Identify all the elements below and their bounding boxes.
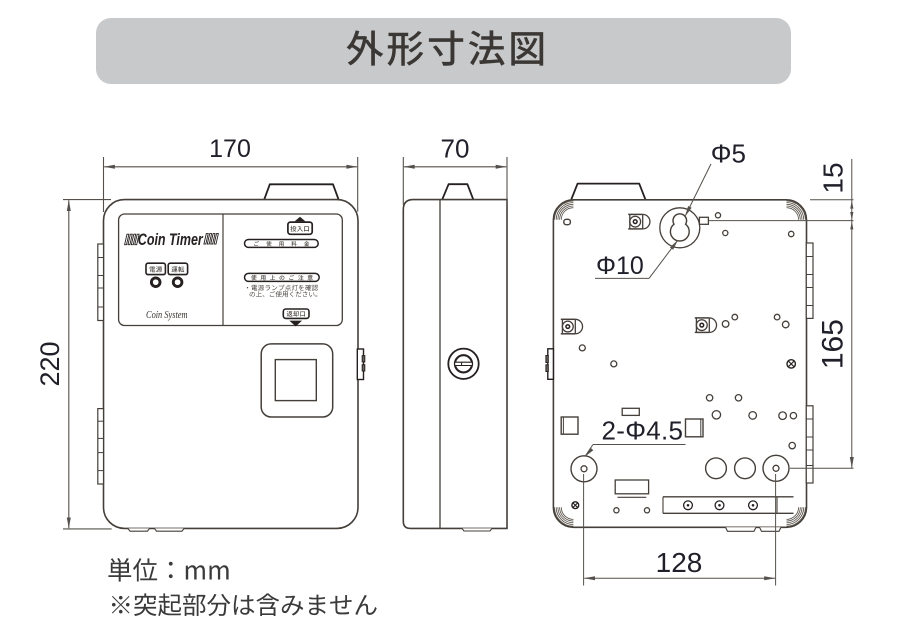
svg-text:170: 170 <box>209 135 251 163</box>
svg-text:165: 165 <box>817 319 850 369</box>
svg-text:2-Φ4.5: 2-Φ4.5 <box>602 416 684 446</box>
svg-text:Coin System: Coin System <box>146 310 188 321</box>
svg-text:70: 70 <box>441 134 470 164</box>
svg-text:15: 15 <box>818 162 849 193</box>
svg-text:Coin Timer: Coin Timer <box>138 231 204 249</box>
svg-text:128: 128 <box>656 547 703 578</box>
svg-text:220: 220 <box>35 341 65 386</box>
svg-text:Φ10: Φ10 <box>596 252 644 280</box>
svg-text:Φ5: Φ5 <box>711 139 746 169</box>
